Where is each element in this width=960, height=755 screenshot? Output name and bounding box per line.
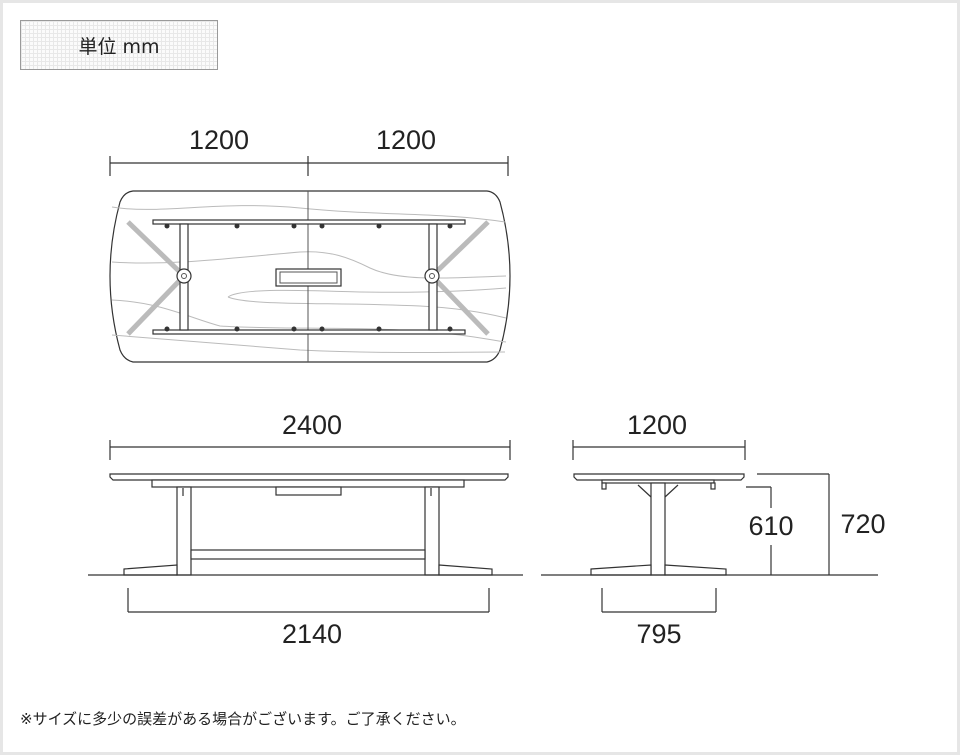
side-view-height-dimensions: 610 720 bbox=[746, 473, 886, 575]
table-top-view bbox=[109, 190, 511, 363]
top-view-dimension: 1200 1200 bbox=[109, 125, 509, 176]
dim-side-1200: 1200 bbox=[627, 410, 687, 440]
front-view-dimension-bottom: 2140 bbox=[127, 588, 490, 649]
dim-side-610: 610 bbox=[748, 511, 793, 541]
dim-side-720: 720 bbox=[840, 509, 885, 539]
dim-front-2140: 2140 bbox=[282, 619, 342, 649]
dim-side-795: 795 bbox=[636, 619, 681, 649]
footnote: ※サイズに多少の誤差がある場合がございます。ご了承ください。 bbox=[20, 710, 466, 728]
dim-front-2400: 2400 bbox=[282, 410, 342, 440]
side-view-dimension-top: 1200 bbox=[572, 410, 746, 460]
dim-top-left-1200: 1200 bbox=[189, 125, 249, 155]
table-side-view bbox=[541, 473, 878, 576]
dim-top-right-1200: 1200 bbox=[376, 125, 436, 155]
unit-label: 単位 mm bbox=[20, 20, 218, 70]
side-view-dimension-bottom: 795 bbox=[601, 588, 717, 649]
table-front-view bbox=[88, 473, 523, 576]
front-view-dimension-top: 2400 bbox=[109, 410, 511, 460]
